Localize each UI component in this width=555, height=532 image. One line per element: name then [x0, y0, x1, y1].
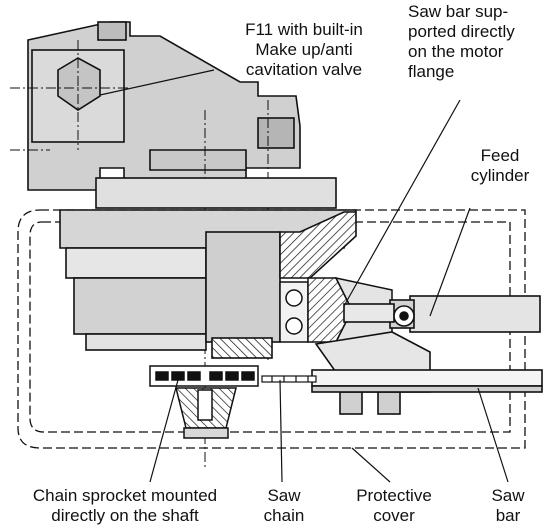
- label-saw-bar-supported: Saw bar sup- ported directly on the moto…: [408, 2, 515, 81]
- protective-cover-outline: [17, 209, 526, 449]
- label-saw-bar: Saw bar: [491, 486, 525, 525]
- saw-chain: [261, 375, 317, 383]
- label-protective-cover: Protective cover: [356, 486, 432, 525]
- motor-flange-housing: [59, 177, 358, 359]
- saw-bar-mount: [311, 331, 543, 415]
- label-chain-sprocket: Chain sprocket mounted directly on the s…: [32, 486, 218, 525]
- chain-sprocket: [149, 365, 259, 439]
- label-saw-chain: Saw chain: [263, 486, 305, 525]
- leader-lines: [99, 69, 509, 483]
- feed-cylinder: [343, 295, 541, 333]
- label-f11-valve: F11 with built-in Make up/anti cavitatio…: [245, 20, 363, 79]
- label-feed-cylinder: Feed cylinder: [470, 146, 530, 185]
